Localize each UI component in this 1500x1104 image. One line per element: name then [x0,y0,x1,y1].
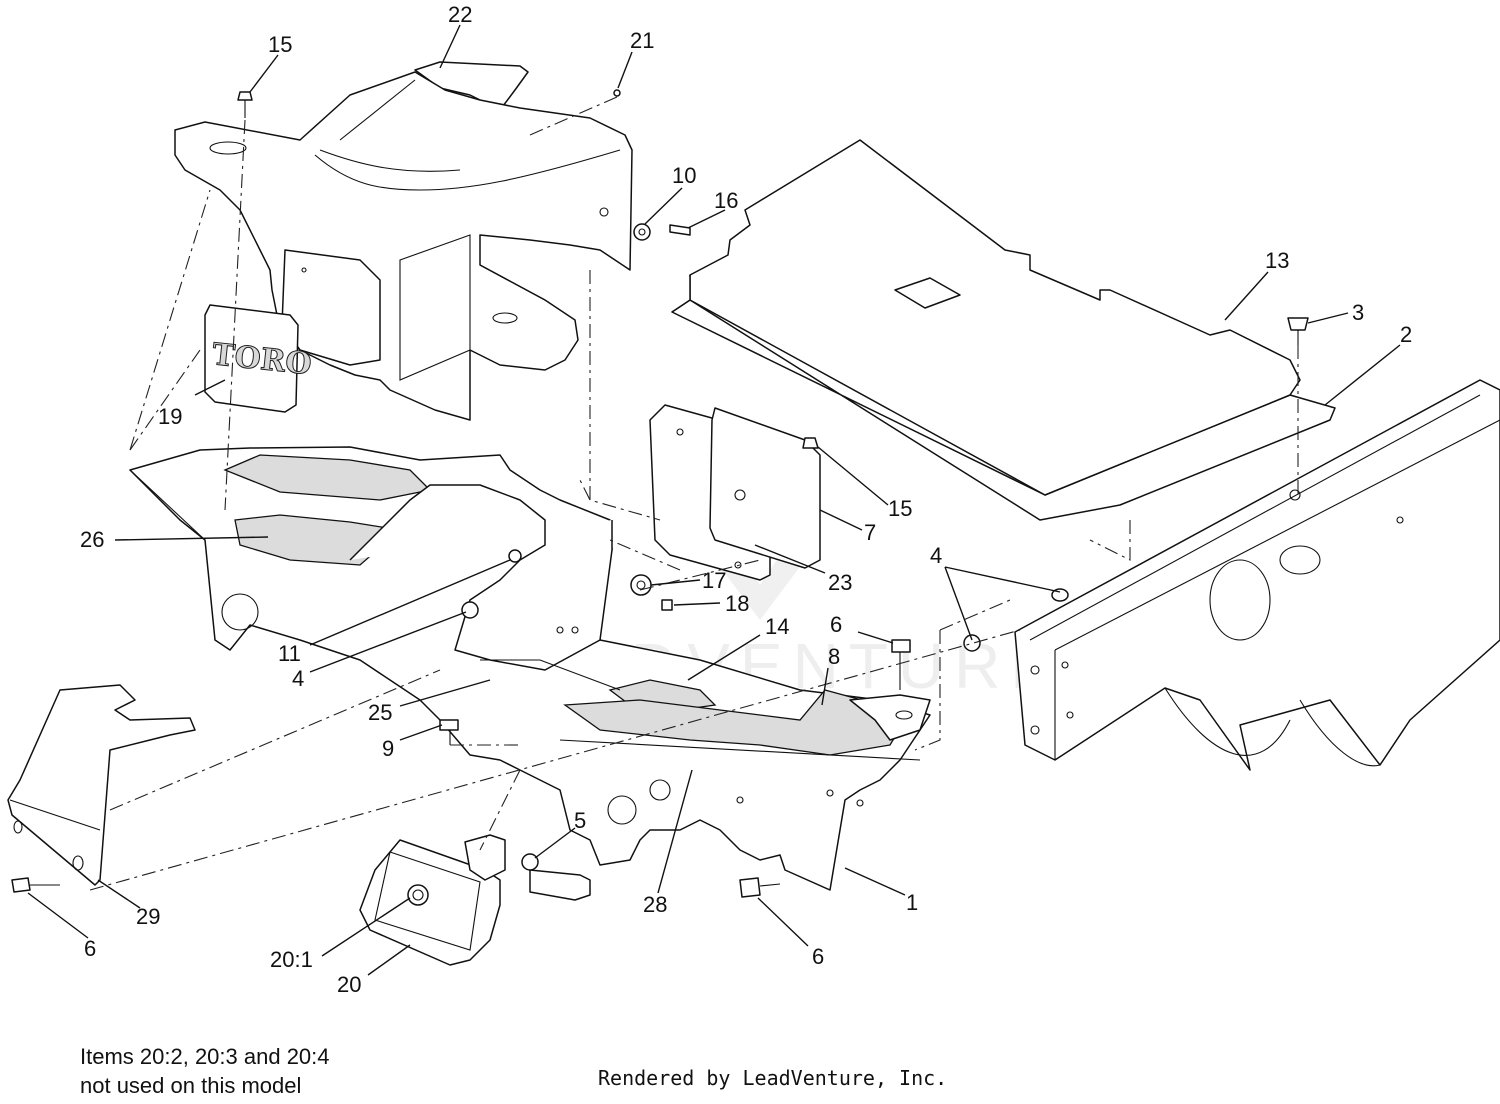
callout-17: 17 [702,568,726,593]
callout-16: 16 [714,188,738,213]
callout-20-1: 20:1 [270,947,313,972]
callout-20: 20 [337,972,361,997]
render-credit: Rendered by LeadVenture, Inc. [598,1066,948,1090]
callout-3: 3 [1352,300,1364,325]
callout-7: 7 [864,520,876,545]
callout-1: 1 [906,890,918,915]
footnote-line-1: Items 20:2, 20:3 and 20:4 [80,1044,330,1069]
bracket-plates [649,404,821,581]
leader-lines [27,24,1401,976]
callout-8: 8 [828,644,840,669]
callout-28: 28 [643,892,667,917]
callout-14: 14 [765,614,789,639]
callout-6: 6 [830,612,842,637]
callout-11: 11 [278,641,301,666]
callout-25: 25 [368,700,392,725]
callout-9: 9 [382,736,394,761]
callout-15: 15 [888,496,912,521]
callout-4: 4 [292,666,304,691]
callout-21: 21 [630,28,654,53]
frame [1014,379,1500,771]
callout-23: 23 [828,570,852,595]
side-bracket [7,684,196,886]
headlight [359,834,591,966]
footnote: Items 20:2, 20:3 and 20:4 not used on th… [80,1042,480,1100]
callout-10: 10 [672,163,696,188]
callout-4: 4 [930,543,942,568]
callout-2: 2 [1400,322,1412,347]
callout-19: 19 [158,404,182,429]
phantom-lines [89,96,1299,891]
callout-labels: 22 21 15 10 16 13 3 2 19 15 7 26 23 4 17… [80,2,1412,997]
callout-5: 5 [574,808,586,833]
toro-decal: TORO [204,304,314,413]
callout-29: 29 [136,904,160,929]
callout-18: 18 [725,591,749,616]
callout-6: 6 [812,944,824,969]
callout-6: 6 [84,936,96,961]
callout-22: 22 [448,2,472,27]
callout-13: 13 [1265,248,1289,273]
callout-15: 15 [268,32,292,57]
callout-26: 26 [80,527,104,552]
front-frame-plate [129,446,931,891]
footnote-line-2: not used on this model [80,1073,302,1098]
